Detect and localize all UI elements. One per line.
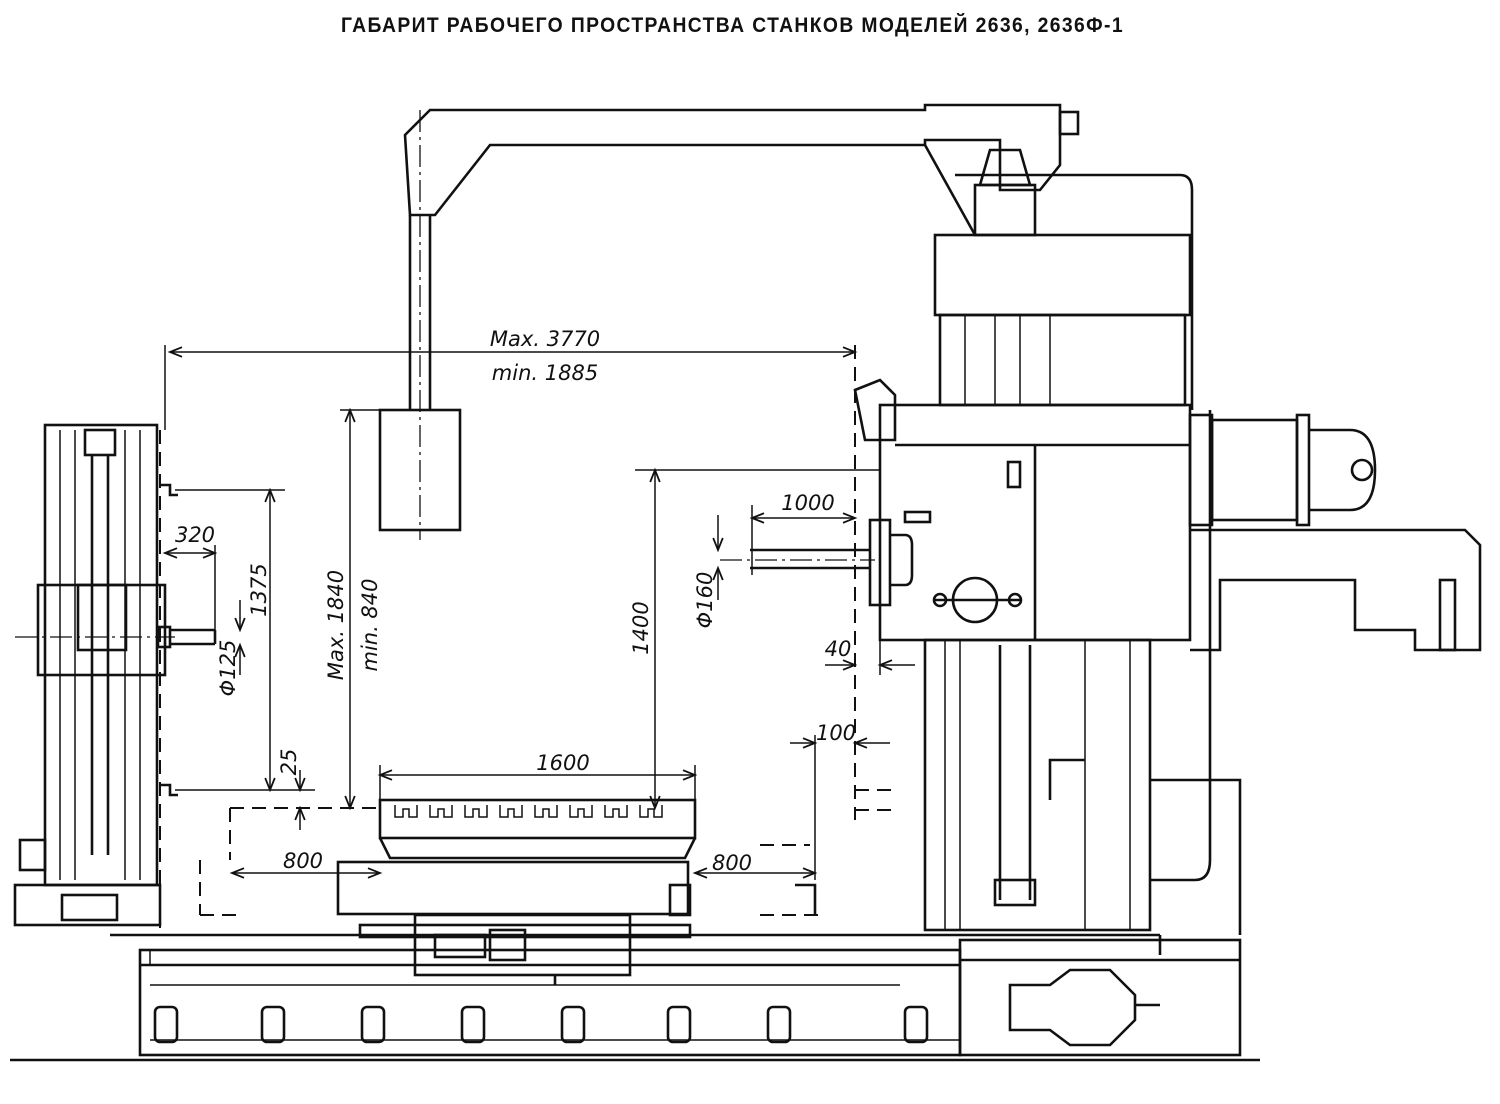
work-table <box>199 789 895 985</box>
dim-reach-max: Max. 3770 <box>490 327 600 351</box>
dim-left-travel: 800 <box>283 849 323 873</box>
dim-height-min: min. 840 <box>358 578 382 671</box>
dim-spindle-diameter: Φ160 <box>693 572 717 629</box>
drawing-title: ГАБАРИТ РАБОЧЕГО ПРОСТРАНСТВА СТАНКОВ МО… <box>341 14 1124 37</box>
dim-reach-min: min. 1885 <box>492 361 598 385</box>
dim-height-max: Max. 1840 <box>324 570 348 680</box>
dim-right-travel: 800 <box>712 851 752 875</box>
column-headstock <box>720 148 1482 935</box>
dim-back-offset: 320 <box>175 523 215 547</box>
dim-back-height: 1375 <box>247 563 271 616</box>
overhead-boom <box>378 103 1080 540</box>
dim-spindle-travel: 1000 <box>781 491 834 515</box>
dim-spindle-height: 1400 <box>629 601 653 654</box>
bed <box>110 933 1162 1057</box>
right-base <box>958 938 1242 1057</box>
dim-back-diameter: Φ125 <box>216 640 240 697</box>
dim-offset-100: 100 <box>816 721 856 745</box>
dim-offset-40: 40 <box>825 637 852 661</box>
dim-table-width: 1600 <box>536 751 589 775</box>
dimension-lines <box>162 345 915 880</box>
dim-table-gap: 25 <box>277 749 301 776</box>
back-support-column <box>13 423 217 930</box>
